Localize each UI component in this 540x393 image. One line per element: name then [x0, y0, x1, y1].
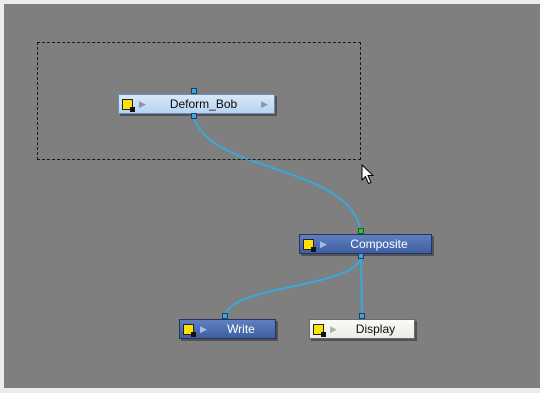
node-label: Write: [227, 322, 255, 336]
enable-toggle-icon[interactable]: [313, 323, 326, 337]
node-label: Composite: [350, 237, 408, 251]
input-port[interactable]: [222, 313, 228, 319]
enable-toggle-icon[interactable]: [183, 323, 196, 337]
node-label: Deform_Bob: [169, 97, 238, 111]
wire-composite-to-write: [224, 256, 362, 318]
node-display[interactable]: ▶ Display: [309, 319, 415, 339]
mouse-pointer-icon: [361, 164, 375, 185]
output-port[interactable]: [191, 113, 197, 119]
output-port[interactable]: [358, 253, 364, 259]
node-deform-bob[interactable]: ▶ Deform_Bob ▶: [118, 94, 275, 114]
wire-composite-to-display: [360, 256, 363, 318]
input-port[interactable]: [191, 88, 197, 94]
enable-toggle-icon[interactable]: [122, 98, 135, 112]
output-arrow-icon[interactable]: ▶: [261, 98, 268, 109]
expand-arrow-icon[interactable]: ▶: [320, 238, 327, 249]
node-view-canvas[interactable]: ▶ Deform_Bob ▶ ▶ Composite ▶ Write ▶ Dis…: [4, 4, 540, 388]
wire-deform-to-composite: [193, 116, 362, 235]
input-port[interactable]: [358, 228, 364, 234]
node-composite[interactable]: ▶ Composite: [299, 234, 432, 254]
node-write[interactable]: ▶ Write: [179, 319, 276, 339]
expand-arrow-icon[interactable]: ▶: [330, 323, 337, 334]
input-port[interactable]: [359, 313, 365, 319]
expand-arrow-icon[interactable]: ▶: [200, 323, 207, 334]
selection-rectangle: [37, 42, 361, 160]
expand-arrow-icon[interactable]: ▶: [139, 98, 146, 109]
connection-wires: [193, 116, 363, 318]
enable-toggle-icon[interactable]: [303, 238, 316, 252]
node-label: Display: [355, 322, 396, 336]
